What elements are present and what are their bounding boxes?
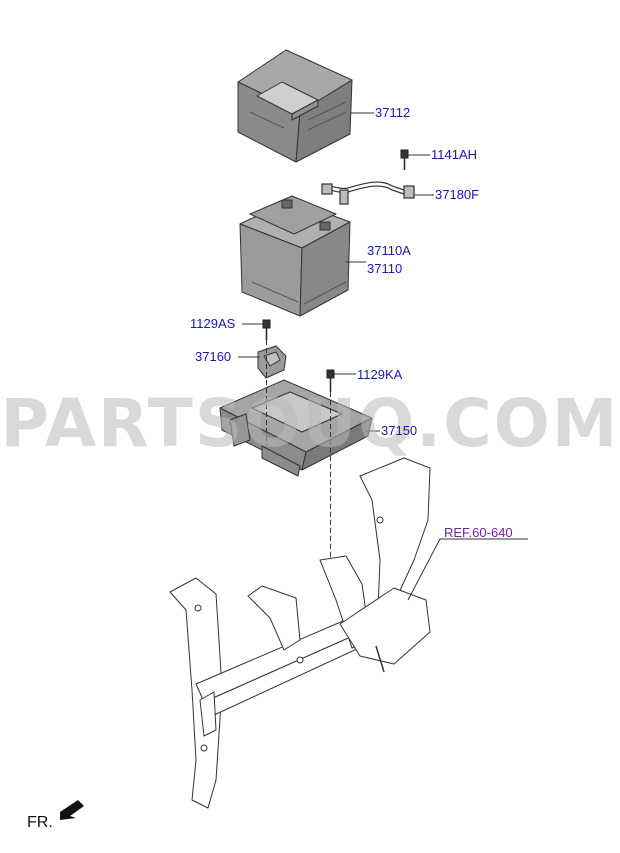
- watermark: PARTSOUQ.COM: [0, 385, 620, 462]
- body-frame: [169, 457, 431, 809]
- front-direction-label: FR.: [27, 814, 53, 831]
- battery-tray: [219, 379, 373, 477]
- bolt-1129as: [262, 319, 271, 340]
- reference-link[interactable]: REF.60-640: [444, 525, 513, 540]
- label-37160[interactable]: 37160: [195, 349, 232, 364]
- label-37112[interactable]: 37112: [375, 105, 411, 120]
- label-1129ka[interactable]: 1129KA: [357, 367, 403, 382]
- label-37150[interactable]: 37150: [381, 423, 418, 438]
- label-37110a[interactable]: 37110A: [367, 243, 411, 258]
- bolt-1141ah: [400, 149, 409, 170]
- battery: [239, 195, 351, 317]
- label-37180f[interactable]: 37180F: [435, 187, 480, 202]
- label-1129as[interactable]: 1129AS: [190, 316, 236, 331]
- battery-cable: [321, 181, 415, 205]
- battery-cover: [237, 49, 353, 163]
- alignment-lines: [266, 340, 331, 566]
- label-37110[interactable]: 37110: [367, 261, 403, 276]
- label-1141ah[interactable]: 1141AH: [431, 147, 478, 162]
- battery-clamp: [257, 345, 287, 379]
- leader-lines: [238, 112, 528, 601]
- front-arrow-icon: [60, 800, 84, 820]
